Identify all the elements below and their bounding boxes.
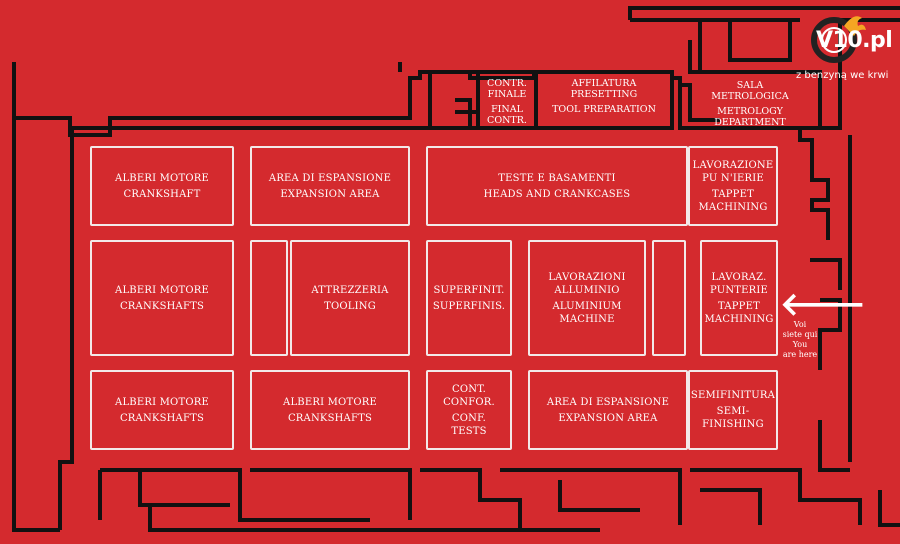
room-semifinishing: SEMIFINITURA SEMI-FINISHING <box>688 370 778 450</box>
logo-brand: V10.pl <box>816 28 893 53</box>
tire-flame-icon <box>811 16 866 63</box>
logo-tagline: z benzyną we krwi <box>796 70 889 81</box>
room-blank-narrow-2 <box>652 240 686 356</box>
room-conformity-tests: CONT.CONFOR. CONF.TESTS <box>426 370 512 450</box>
v10-logo: V10.pl z benzyną we krwi <box>796 6 900 86</box>
you-are-here-marker: 🡐 Voi siete qui You are here <box>780 285 866 359</box>
arrow-left-icon: 🡐 <box>780 285 866 323</box>
room-blank-narrow-1 <box>250 240 288 356</box>
room-superfinishing: SUPERFINIT.SUPERFINIS. <box>426 240 512 356</box>
